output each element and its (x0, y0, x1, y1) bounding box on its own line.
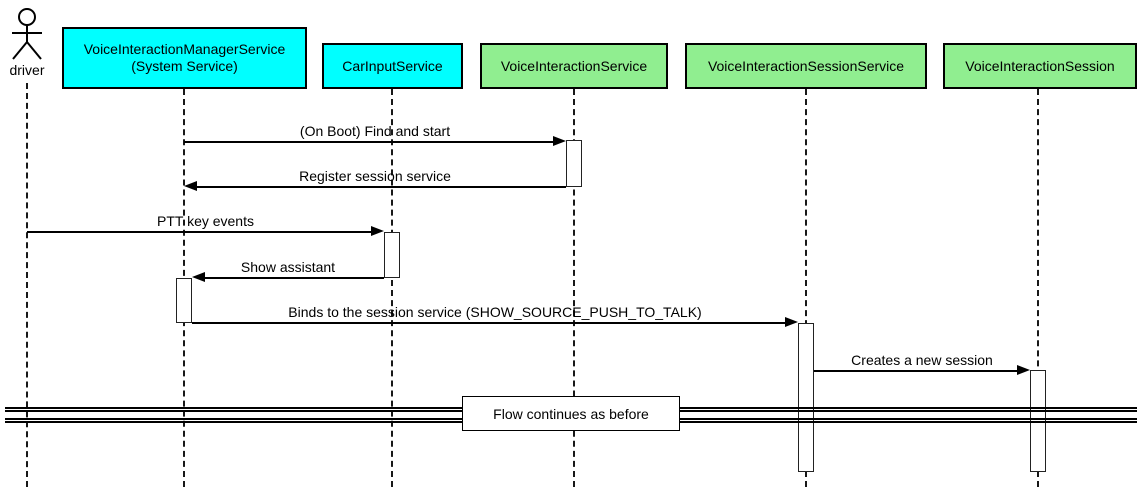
activation-voice-interaction-manager-service (176, 278, 192, 323)
participant-voice-interaction-session: VoiceInteractionSession (943, 43, 1137, 89)
actor-label: driver (9, 62, 45, 78)
divider-label: Flow continues as before (493, 405, 649, 422)
arrowhead-left-icon (192, 272, 205, 282)
activation-voice-interaction-service (566, 140, 582, 187)
participant-voice-interaction-service: VoiceInteractionService (480, 43, 668, 89)
arrowhead-left-icon (184, 181, 197, 191)
message-arrow-line (202, 277, 384, 279)
lifeline-voice-interaction-session-service (805, 89, 807, 487)
arrowhead-right-icon (553, 136, 566, 146)
message-arrow-line (27, 231, 374, 233)
divider-label-box: Flow continues as before (462, 396, 680, 431)
participant-car-input-service: CarInputService (322, 43, 463, 89)
message-arrow-line (814, 370, 1020, 372)
activation-car-input-service (384, 232, 400, 278)
activation-voice-interaction-session-service (798, 323, 814, 472)
lifeline-voice-interaction-session (1037, 89, 1039, 487)
message-label: Binds to the session service (SHOW_SOURC… (288, 304, 702, 320)
lifeline-car-input-service (391, 89, 393, 487)
arrowhead-right-icon (371, 226, 384, 236)
message-arrow-line (194, 186, 566, 188)
actor-person-icon (12, 8, 42, 60)
message-label: Register session service (299, 168, 451, 184)
participant-label: CarInputService (342, 57, 443, 74)
participant-label: VoiceInteractionService (500, 57, 648, 74)
message-label: Show assistant (240, 259, 336, 275)
participant-label: VoiceInteractionSessionService (707, 57, 905, 74)
lifeline-voice-interaction-service (573, 89, 575, 487)
arrowhead-right-icon (1017, 365, 1030, 375)
arrowhead-right-icon (785, 317, 798, 327)
message-label: (On Boot) Find and start (299, 123, 451, 139)
participant-voice-interaction-manager-service: VoiceInteractionManagerService (System S… (62, 27, 307, 89)
participant-label: VoiceInteractionManagerService (System S… (83, 41, 286, 74)
message-arrow-line (184, 141, 556, 143)
participant-voice-interaction-session-service: VoiceInteractionSessionService (685, 43, 927, 89)
message-label: PTT key events (156, 213, 254, 229)
message-arrow-line (192, 322, 788, 324)
message-label: Creates a new session (851, 352, 993, 368)
lifeline-driver (26, 83, 28, 487)
participant-label: VoiceInteractionSession (965, 57, 1115, 74)
